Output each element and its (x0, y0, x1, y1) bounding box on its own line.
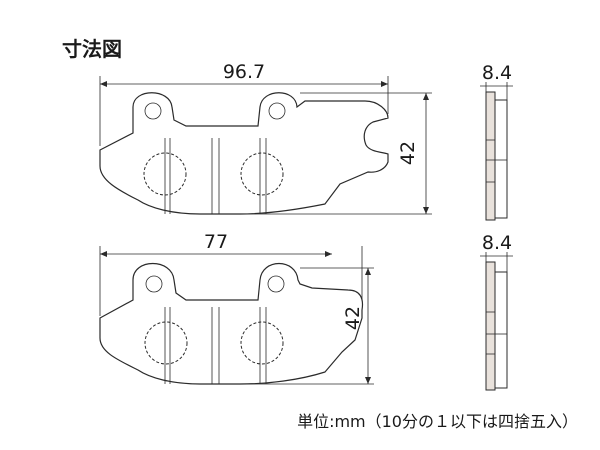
pad-b-piston-circle-right (240, 321, 284, 365)
pad-a-piston-circle-left (143, 152, 187, 196)
pad-a-mount-hole-left (144, 102, 162, 120)
pad-a-thickness-label: 8.4 (482, 62, 512, 84)
drawing-title: 寸法図 (62, 37, 122, 61)
pad-b-side-view: 8.4 (480, 232, 513, 391)
unit-note: 単位:mm（10分の１以下は四捨五入） (297, 412, 578, 431)
pad-a-piston-circle-right (240, 152, 284, 196)
pad-b-piston-circle-left (144, 321, 188, 365)
pad-b-side-backing-plate (485, 261, 496, 391)
pad-a-side-backing-plate (485, 91, 496, 221)
pad-b-width-label: 77 (204, 231, 228, 253)
pad-b-mount-hole-left (145, 275, 163, 293)
pad-b-outline (99, 262, 364, 385)
pad-a-side-view: 8.4 (480, 62, 513, 221)
pad-b-thickness-label: 8.4 (482, 232, 512, 254)
pad-a-front-view: 96.7 42 (99, 61, 432, 215)
pad-a-height-label: 42 (397, 141, 419, 165)
pad-a-mount-hole-right (268, 102, 286, 120)
pad-a-width-label: 96.7 (223, 61, 265, 83)
pad-b-side-lining (494, 271, 508, 389)
pad-b-mount-hole-right (267, 275, 285, 293)
pad-b-front-view: 77 42 (99, 231, 374, 385)
pad-b-height-label: 42 (342, 306, 364, 330)
pad-a-outline (99, 92, 389, 215)
pad-a-side-lining (494, 99, 508, 219)
